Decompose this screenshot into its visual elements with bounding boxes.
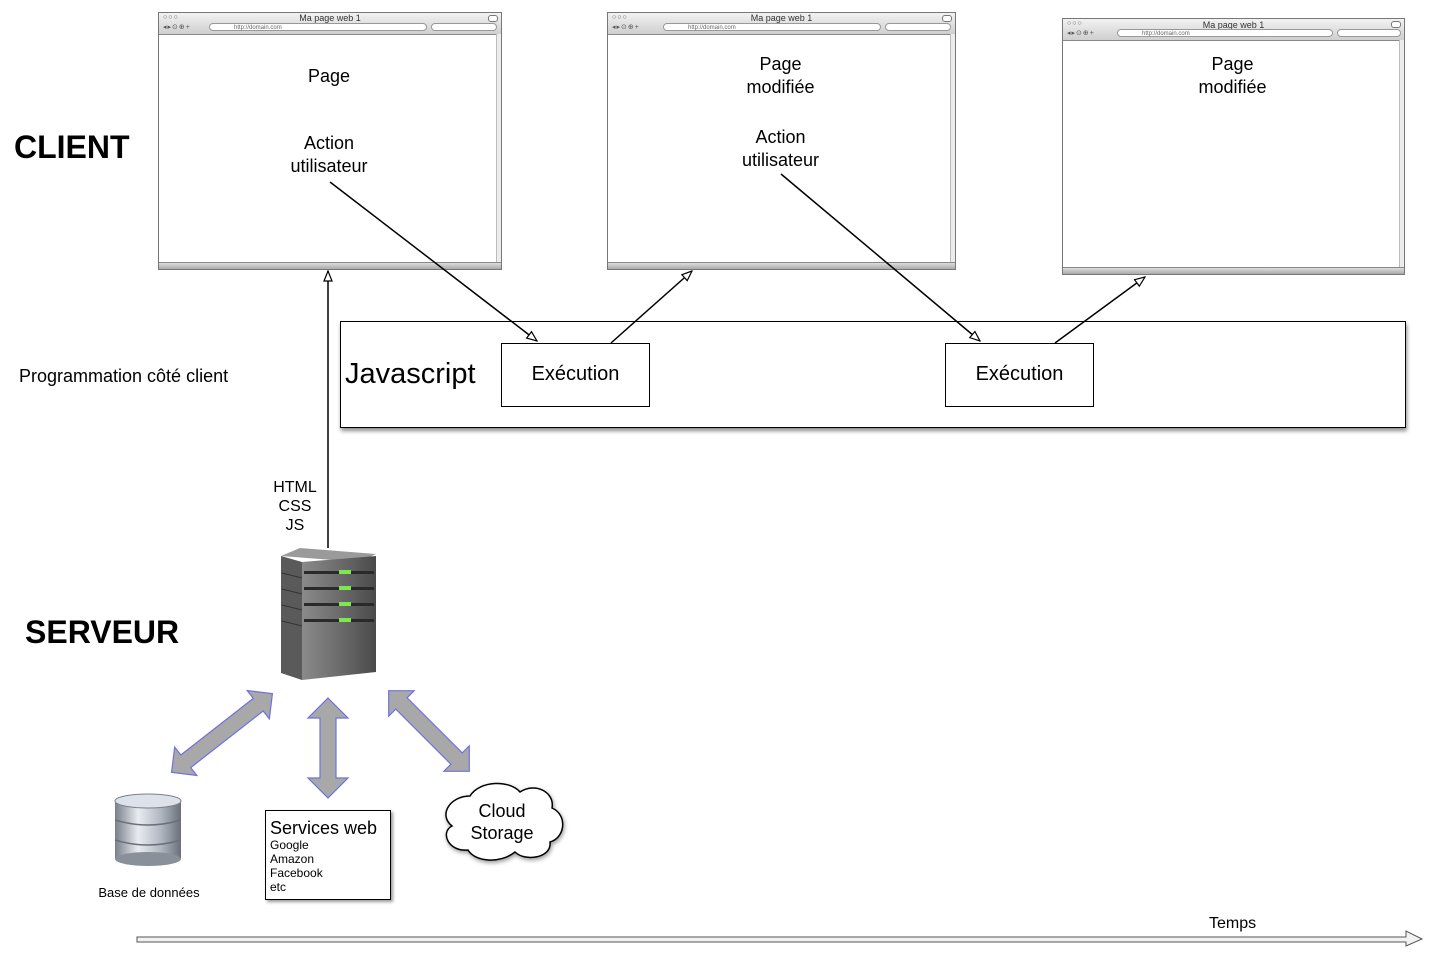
window-title: Ma page web 1: [750, 13, 813, 23]
time-label: Temps: [1209, 915, 1257, 932]
search-field: [885, 23, 951, 31]
transfer-label: HTML CSS JS: [265, 478, 325, 535]
window-controls-icon: ○○○: [1067, 20, 1083, 27]
browser-titlebar: ○○○ Ma page web 1 ◂▸⊙⊕+ http://domain.co…: [159, 13, 501, 35]
address-bar: http://domain.com: [1117, 29, 1333, 37]
scrollbar: [950, 34, 955, 263]
web-service-item: etc: [270, 880, 287, 894]
database-label: Base de données: [98, 885, 200, 900]
execution-box-1: Exécution: [501, 343, 650, 407]
browser-window-3: ○○○ Ma page web 1 ◂▸⊙⊕+ http://domain.co…: [1062, 18, 1405, 275]
window-controls-icon: ○○○: [612, 14, 628, 21]
cloud-line: Cloud: [478, 801, 526, 821]
content-line: modifiée: [746, 77, 815, 97]
web-service-item: Google: [270, 838, 309, 852]
server-database-double-arrow: [170, 689, 274, 777]
scrollbar: [496, 34, 501, 263]
browser-titlebar: ○○○ Ma page web 1 ◂▸⊙⊕+ http://domain.co…: [608, 13, 955, 35]
content-line: utilisateur: [741, 150, 820, 170]
status-bar: [608, 262, 955, 269]
toolbar-toggle-icon: [942, 15, 952, 22]
server-webservices-double-arrow: [306, 697, 350, 799]
status-bar: [159, 262, 501, 269]
browser-window-1: ○○○ Ma page web 1 ◂▸⊙⊕+ http://domain.co…: [158, 12, 502, 270]
cloud-storage-label: Cloud Storage: [452, 800, 552, 844]
action-to-execution-arrow-2: [780, 173, 980, 341]
cloud-storage-icon: [445, 782, 564, 861]
content-line: Page: [759, 54, 802, 74]
browser-content: Page modifiée: [1063, 53, 1402, 99]
nav-buttons-icon: ◂▸⊙⊕+: [1067, 30, 1095, 37]
browser-content: Page modifiée Action utilisateur: [608, 53, 953, 172]
execution-to-page-arrow-2: [1054, 277, 1145, 344]
transfer-line: CSS: [278, 498, 312, 515]
browser-titlebar: ○○○ Ma page web 1 ◂▸⊙⊕+ http://domain.co…: [1063, 19, 1404, 41]
scrollbar: [1399, 40, 1404, 268]
database-icon: [114, 793, 182, 866]
content-line: Page: [1211, 54, 1254, 74]
toolbar-toggle-icon: [488, 15, 498, 22]
web-services-box: Services web Google Amazon Facebook etc: [265, 810, 391, 900]
content-line: Action: [755, 127, 806, 147]
search-field: [1337, 29, 1401, 37]
nav-buttons-icon: ◂▸⊙⊕+: [612, 24, 640, 31]
content-line: Page: [307, 66, 351, 86]
toolbar-toggle-icon: [1391, 21, 1401, 28]
address-bar: http://domain.com: [663, 23, 881, 31]
status-bar: [1063, 267, 1404, 274]
web-service-item: Facebook: [270, 866, 323, 880]
execution-box-2: Exécution: [945, 343, 1094, 407]
transfer-line: HTML: [273, 479, 317, 496]
address-bar: http://domain.com: [209, 23, 427, 31]
action-to-execution-arrow-1: [329, 181, 537, 341]
transfer-line: JS: [285, 517, 305, 534]
content-line: modifiée: [1198, 77, 1267, 97]
nav-buttons-icon: ◂▸⊙⊕+: [163, 24, 191, 31]
window-title: Ma page web 1: [299, 13, 361, 23]
execution-to-page-arrow-1: [610, 271, 692, 344]
cloud-line: Storage: [470, 823, 534, 843]
server-icon: [281, 548, 376, 680]
server-label: SERVEUR: [25, 614, 180, 650]
search-field: [431, 23, 497, 31]
server-cloud-double-arrow: [388, 690, 470, 772]
browser-content: Page Action utilisateur: [159, 65, 499, 178]
timeline-arrow: [136, 930, 1424, 947]
window-title: Ma page web 1: [1202, 20, 1265, 30]
client-programming-label: Programmation côté client: [19, 366, 229, 386]
content-line: utilisateur: [290, 156, 368, 176]
web-services-title: Services web: [270, 818, 378, 838]
web-service-item: Amazon: [270, 852, 315, 866]
content-line: Action: [303, 133, 355, 153]
javascript-label: Javascript: [345, 358, 476, 390]
client-label: CLIENT: [14, 129, 130, 165]
window-controls-icon: ○○○: [163, 14, 179, 21]
browser-window-2: ○○○ Ma page web 1 ◂▸⊙⊕+ http://domain.co…: [607, 12, 956, 270]
